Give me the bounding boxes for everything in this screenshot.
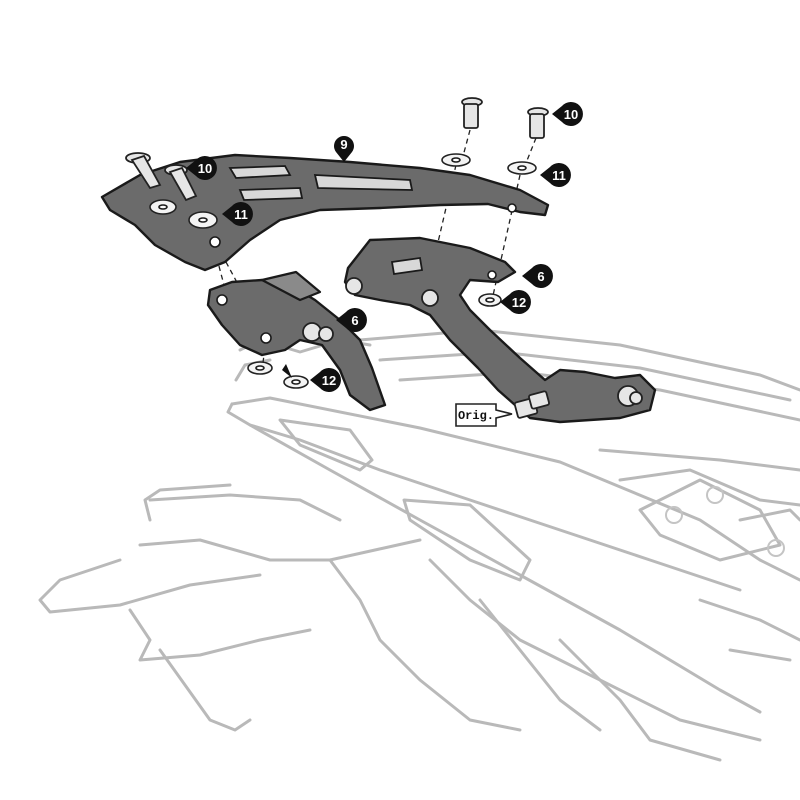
orig-label: Orig. (455, 403, 513, 427)
svg-text:10: 10 (198, 161, 212, 176)
top-plate (100, 153, 550, 272)
callout-11-left: 11 (222, 202, 253, 227)
motorcycle-outline (38, 328, 800, 762)
svg-text:9: 9 (340, 137, 347, 152)
left-fasteners (125, 152, 218, 229)
svg-text:10: 10 (564, 107, 578, 122)
svg-text:12: 12 (322, 373, 336, 388)
callout-12-right: 12 (500, 290, 531, 315)
callout-6-right: 6 (522, 264, 553, 288)
svg-text:Orig.: Orig. (458, 409, 494, 423)
callout-6-left: 6 (336, 308, 367, 332)
svg-text:11: 11 (234, 207, 248, 222)
callout-12-left: 12 (310, 368, 341, 393)
svg-text:11: 11 (552, 168, 566, 183)
callout-11-right: 11 (540, 163, 571, 188)
svg-text:12: 12 (512, 295, 526, 310)
nuts (247, 293, 502, 389)
callout-9: 9 (334, 135, 354, 162)
callout-10-right: 10 (552, 102, 583, 127)
svg-text:6: 6 (351, 313, 358, 328)
right-bracket (343, 236, 657, 424)
svg-text:6: 6 (537, 269, 544, 284)
callout-10-left: 10 (186, 156, 217, 180)
left-bracket (206, 270, 387, 412)
right-fasteners (441, 97, 549, 175)
